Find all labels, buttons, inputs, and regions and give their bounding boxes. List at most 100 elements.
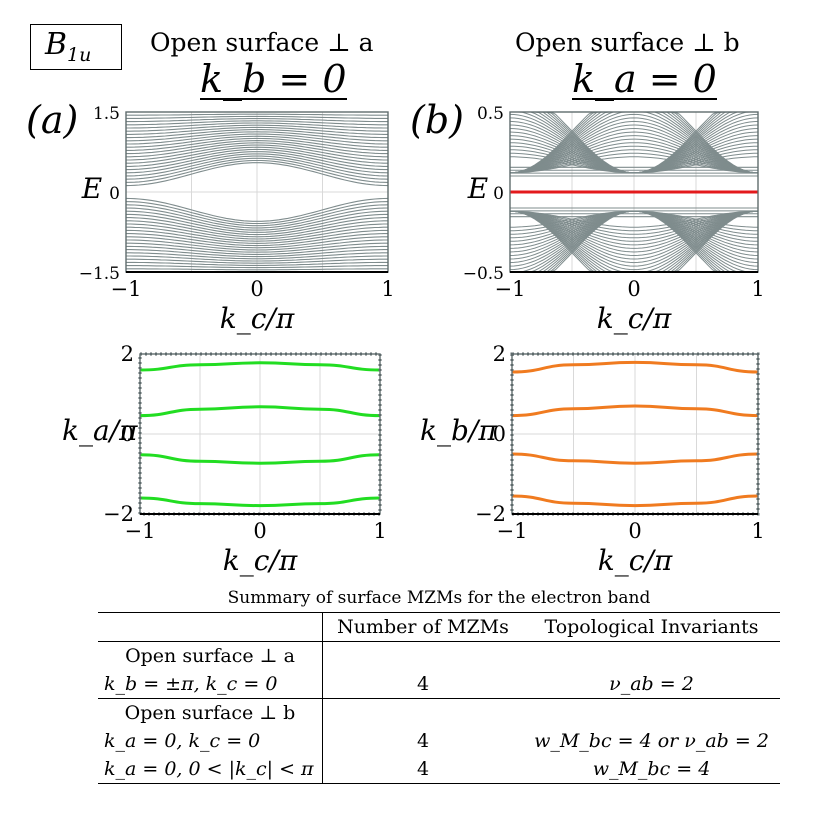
bulk-band [125, 162, 389, 187]
table-title: Summary of surface MZMs for the electron… [227, 588, 651, 608]
bulk-band [126, 140, 388, 155]
table-row: k_b = ±π, k_c = 0 4 ν_ab = 2 [98, 670, 780, 699]
bulk-band [509, 210, 759, 232]
x-tick-label: 0 [250, 277, 263, 301]
x-tick-label: −1 [497, 519, 528, 543]
y-tick-label: 2 [121, 342, 134, 366]
bulk-band [126, 236, 388, 249]
bulk-band [126, 233, 388, 247]
y-tick-label: 0 [109, 184, 120, 204]
bulk-band [126, 213, 388, 233]
table-header-row: Number of MZMs Topological Invariants [98, 612, 780, 642]
x-axis-label: k_c/π [223, 544, 298, 577]
x-tick-label: 1 [381, 277, 394, 301]
left-fixed-momentum: k_b = 0 [200, 57, 347, 101]
bulk-band [125, 207, 389, 229]
bulk-band [126, 217, 388, 236]
bulk-band [125, 197, 389, 222]
x-tick-label: 1 [751, 277, 764, 301]
bulk-band [509, 210, 759, 264]
bulk-band [125, 155, 389, 177]
bulk-band [126, 223, 388, 240]
x-tick-label: −1 [495, 277, 526, 301]
bulk-band [509, 138, 759, 174]
y-tick-label: 0 [121, 422, 134, 446]
bulk-band [126, 137, 388, 151]
series-line [139, 405, 381, 418]
x-tick-label: 1 [751, 519, 764, 543]
bulk-band [126, 118, 388, 123]
bulk-band [126, 142, 388, 158]
bulk-band [126, 229, 388, 244]
y-axis-label: E [467, 172, 488, 205]
row-condition: k_b = ±π, k_c = 0 [98, 670, 323, 699]
series-line [139, 361, 381, 372]
bulk-band [126, 220, 388, 238]
bulk-band [509, 124, 759, 174]
x-tick-label: 0 [628, 519, 641, 543]
x-axis-label: k_c/π [598, 544, 673, 577]
series-line [511, 494, 759, 508]
group-title-row: Open surface ⊥ b [98, 698, 780, 727]
y-tick-label: 0.5 [477, 104, 504, 124]
x-tick-label: 1 [373, 519, 386, 543]
bulk-band [509, 149, 759, 174]
table-row: k_a = 0, k_c = 0 4 w_M_bc = 4 or ν_ab = … [98, 727, 780, 755]
panel-label-a: (a) [26, 98, 79, 142]
x-tick-label: −1 [125, 519, 156, 543]
symmetry-base: B [45, 27, 68, 62]
bulk-band [126, 126, 388, 135]
bulk-band [126, 245, 388, 255]
bulk-band [126, 124, 388, 132]
panel-label-b: (b) [410, 98, 464, 142]
bulk-band [126, 133, 388, 145]
bulk-band [126, 129, 388, 139]
x-tick-label: −1 [111, 277, 142, 301]
bulk-band [126, 115, 388, 119]
bulk-band [509, 210, 759, 249]
bulk-band [509, 120, 759, 174]
y-tick-label: −1.5 [79, 264, 120, 284]
left-title: Open surface ⊥ a [150, 28, 374, 57]
bulk-band [509, 210, 759, 271]
bulk-band [125, 157, 389, 180]
series-line [511, 404, 759, 418]
x-axis-label: k_c/π [220, 302, 295, 335]
header-cell-empty [98, 612, 323, 642]
bulk-band [126, 120, 388, 126]
y-tick-label: 0 [493, 184, 504, 204]
bulk-band [126, 265, 388, 269]
x-axis-label: k_c/π [597, 302, 672, 335]
header-number-of-mzms: Number of MZMs [322, 612, 523, 642]
bulk-band [126, 122, 388, 129]
x-tick-label: 0 [627, 277, 640, 301]
bulk-band [510, 156, 758, 174]
bulk-band [509, 210, 759, 246]
bulk-band [509, 135, 759, 174]
row-condition: k_a = 0, k_c = 0 [98, 727, 323, 755]
bulk-band [126, 151, 388, 171]
bulk-band [126, 252, 388, 260]
y-axis-label: E [81, 172, 102, 205]
bulk-band [125, 159, 389, 183]
bulk-band [126, 255, 388, 262]
header-topological-invariants: Topological Invariants [523, 612, 780, 642]
y-tick-label: 2 [493, 342, 506, 366]
bulk-band [126, 261, 388, 266]
series-line [139, 453, 381, 465]
bulk-band [509, 210, 759, 239]
bulk-band [126, 258, 388, 264]
bulk-band [509, 145, 759, 174]
symmetry-label-box: B1u [30, 24, 122, 70]
series-line [511, 360, 759, 374]
bulk-band [126, 268, 388, 271]
series-line [139, 496, 381, 508]
bulk-band [509, 142, 759, 174]
y-axis-label: k_a/π [62, 414, 138, 447]
group-title-b: Open surface ⊥ b [98, 698, 323, 727]
bulk-band [509, 131, 759, 174]
